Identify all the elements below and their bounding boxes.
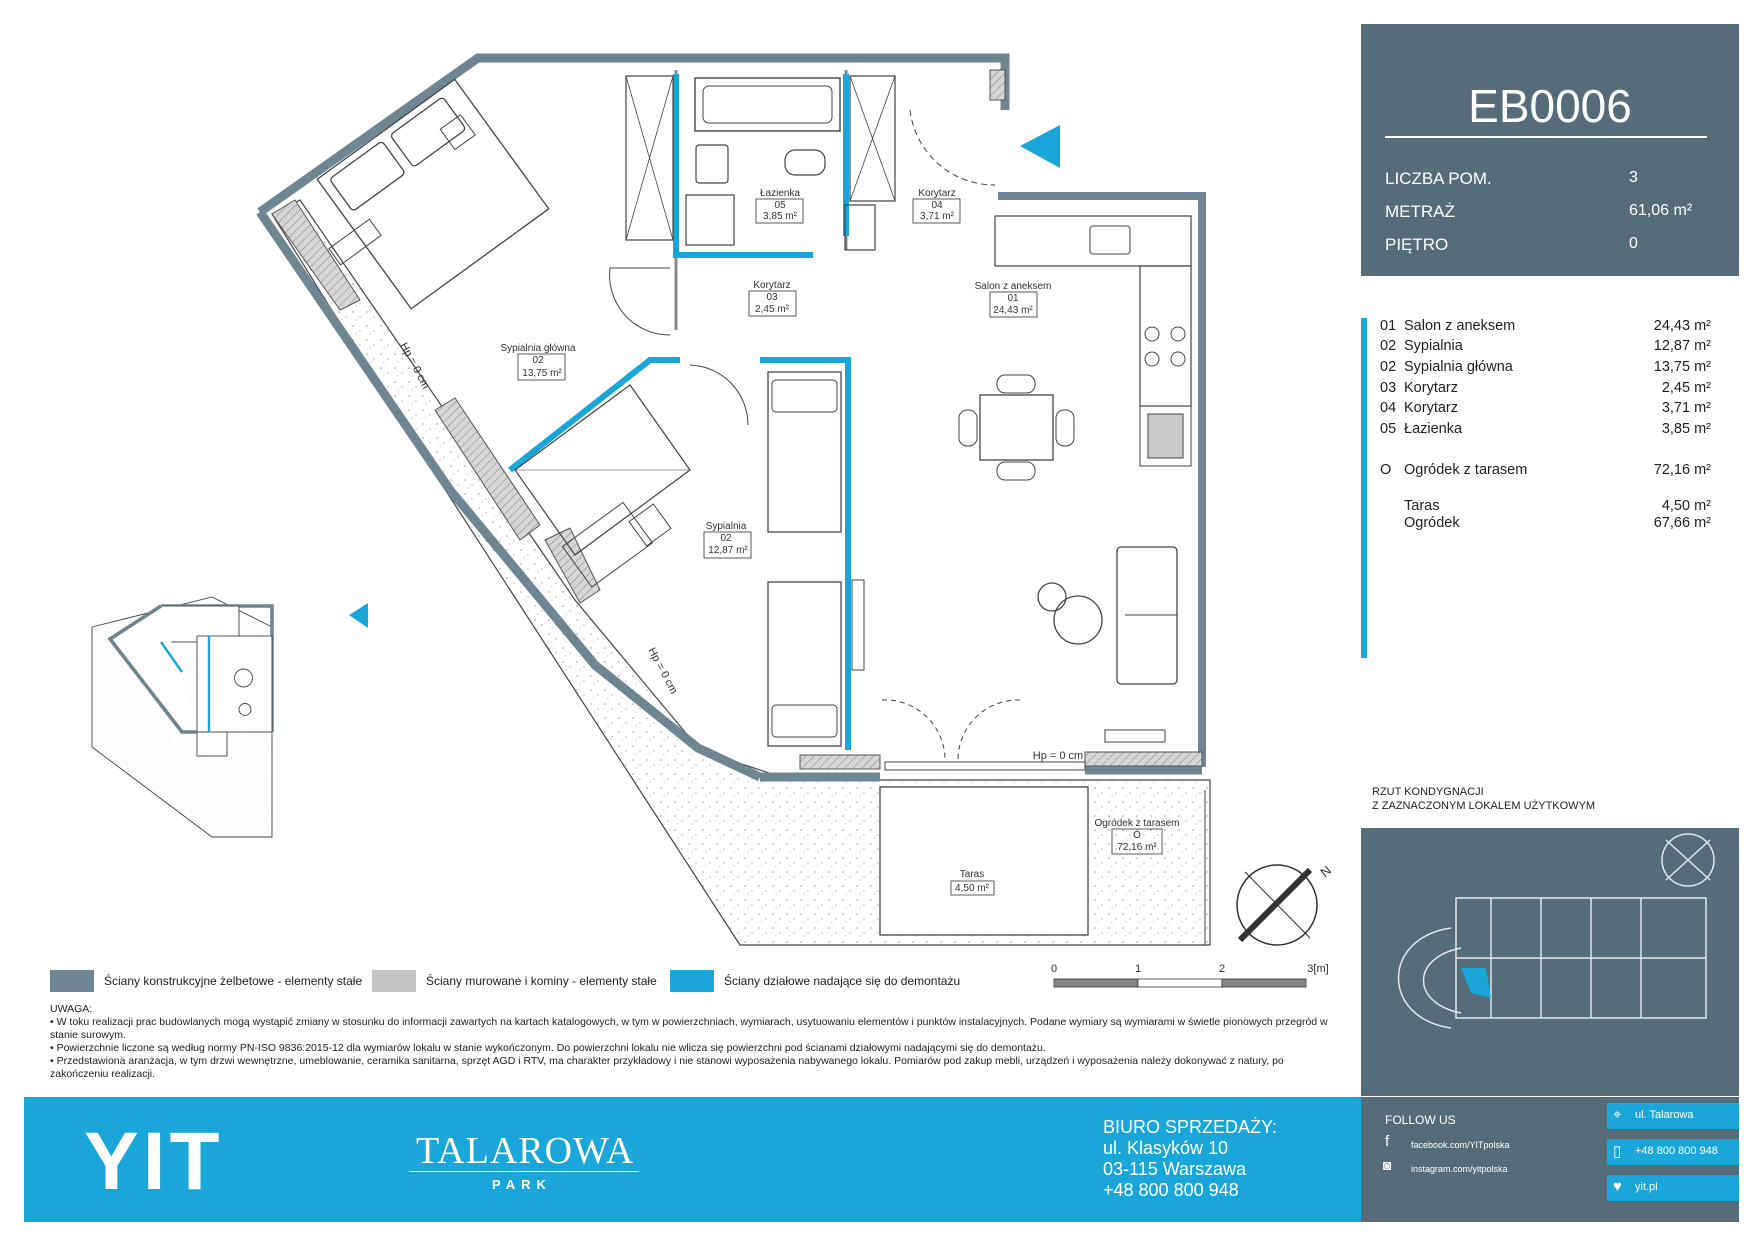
svg-text:3,85 m²: 3,85 m²	[763, 211, 798, 222]
svg-text:3[m]: 3[m]	[1307, 963, 1328, 975]
instagram-icon[interactable]: ◙	[1383, 1157, 1392, 1173]
entrance-arrow-icon	[1020, 125, 1060, 168]
note-item: • W toku realizacji prac budowlanych mog…	[50, 1016, 1328, 1041]
park-logo: PARK	[492, 1177, 552, 1192]
instagram-link[interactable]: instagram.com/yitpolska	[1411, 1164, 1508, 1174]
mini-entrance-arrow-icon	[349, 603, 368, 628]
partition-walls	[508, 74, 851, 750]
area-label: METRAŻ	[1385, 202, 1455, 221]
svg-text:2,45 m²: 2,45 m²	[755, 304, 790, 315]
follow-us-title: FOLLOW US	[1385, 1113, 1456, 1127]
mini-plan	[91, 596, 274, 838]
svg-text:05: 05	[774, 200, 786, 211]
hp-label-1: Hp = 0 cm	[1033, 750, 1083, 762]
web-chip[interactable]: ♥ yit.pl	[1607, 1175, 1739, 1201]
garden-label: Ogródek z tarasem	[1094, 818, 1179, 829]
unit-highlight	[1461, 968, 1491, 998]
bed-label: Sypialnia	[706, 521, 747, 532]
unit-info-panel: EB0006 LICZBA POM. 3 METRAŻ 61,06 m² PIĘ…	[1361, 24, 1739, 276]
salon-label: Salon z aneksem	[975, 281, 1052, 292]
key-plan-title: RZUT KONDYGNACJI Z ZAZNACZONYM LOKALEM U…	[1372, 786, 1596, 812]
svg-text:1: 1	[1135, 963, 1141, 975]
note-item: • Przedstawiona aranżacja, w tym drzwi w…	[50, 1055, 1284, 1080]
floor-label: PIĘTRO	[1385, 235, 1449, 254]
master-label: Sypialnia główna	[500, 343, 575, 354]
legend-swatch-structural	[50, 970, 94, 992]
notes-title: UWAGA:	[50, 1003, 93, 1015]
terrace-label: Taras	[960, 869, 984, 880]
rooms-count-label: LICZBA POM.	[1385, 169, 1492, 188]
note-item: • Powierzchnie liczone są według normy P…	[50, 1042, 1046, 1054]
hp-label-3: Hp = 0 cm	[645, 646, 679, 696]
scale-bar: 0 1 2 3[m]	[1051, 963, 1329, 988]
svg-text:13,75 m²: 13,75 m²	[522, 368, 562, 379]
svg-text:2: 2	[1219, 963, 1225, 975]
svg-text:04: 04	[931, 200, 943, 211]
legend: Ściany konstrukcyjne żelbetowe - element…	[50, 970, 1350, 996]
yit-logo: YIT	[84, 1116, 224, 1207]
key-plan-map	[1361, 828, 1739, 1096]
footer-banner: YIT TALAROWA PARK BIURO SPRZEDAŻY: ul. K…	[24, 1097, 1361, 1222]
svg-text:02: 02	[720, 533, 732, 544]
facebook-link[interactable]: facebook.com/YITpolska	[1411, 1140, 1510, 1150]
unit-code: EB0006	[1468, 80, 1632, 132]
terrace	[879, 786, 1089, 936]
svg-text:4,50 m²: 4,50 m²	[955, 883, 990, 894]
location-pin-icon: ⌖	[1613, 1106, 1622, 1123]
notes: UWAGA: • W toku realizacji prac budowlan…	[50, 1003, 1330, 1081]
corr4-label: Korytarz	[918, 188, 955, 199]
svg-text:O: O	[1133, 830, 1141, 841]
legend-label: Ściany murowane i kominy - elementy stał…	[426, 974, 657, 988]
heart-icon: ♥	[1613, 1178, 1622, 1195]
svg-text:3,71 m²: 3,71 m²	[920, 211, 955, 222]
legend-label: Ściany konstrukcyjne żelbetowe - element…	[104, 974, 363, 988]
svg-text:0: 0	[1051, 963, 1057, 975]
phone-icon: ▯	[1613, 1143, 1622, 1160]
garden-area	[271, 199, 1211, 946]
talarowa-logo: TALAROWA	[416, 1130, 635, 1172]
area-value: 61,06 m²	[1629, 202, 1693, 219]
svg-text:24,43 m²: 24,43 m²	[993, 305, 1033, 316]
svg-text:03: 03	[766, 292, 778, 303]
rooms-count-value: 3	[1629, 169, 1638, 186]
address-chip[interactable]: ⌖ ul. Talarowa	[1607, 1103, 1739, 1129]
corr3-label: Korytarz	[753, 280, 790, 291]
social-panel: FOLLOW US f facebook.com/YITpolska ◙ ins…	[1361, 1097, 1739, 1222]
svg-text:01: 01	[1007, 293, 1019, 304]
north-label: N	[1317, 863, 1334, 881]
phone-chip[interactable]: ▯ +48 800 800 948	[1607, 1139, 1739, 1165]
north-compass-icon	[1236, 864, 1318, 946]
legend-label: Ściany działowe nadające się do demontaż…	[724, 974, 961, 988]
svg-text:12,87 m²: 12,87 m²	[708, 545, 748, 556]
floor-value: 0	[1629, 235, 1638, 252]
sales-office: BIURO SPRZEDAŻY: ul. Klasyków 10 03-115 …	[1103, 1117, 1278, 1200]
svg-text:02: 02	[532, 355, 544, 366]
facebook-icon[interactable]: f	[1385, 1133, 1390, 1150]
bath-label: Łazienka	[760, 188, 800, 199]
svg-text:72,16 m²: 72,16 m²	[1117, 842, 1157, 853]
legend-swatch-masonry	[372, 970, 416, 992]
legend-swatch-partition	[670, 970, 714, 992]
